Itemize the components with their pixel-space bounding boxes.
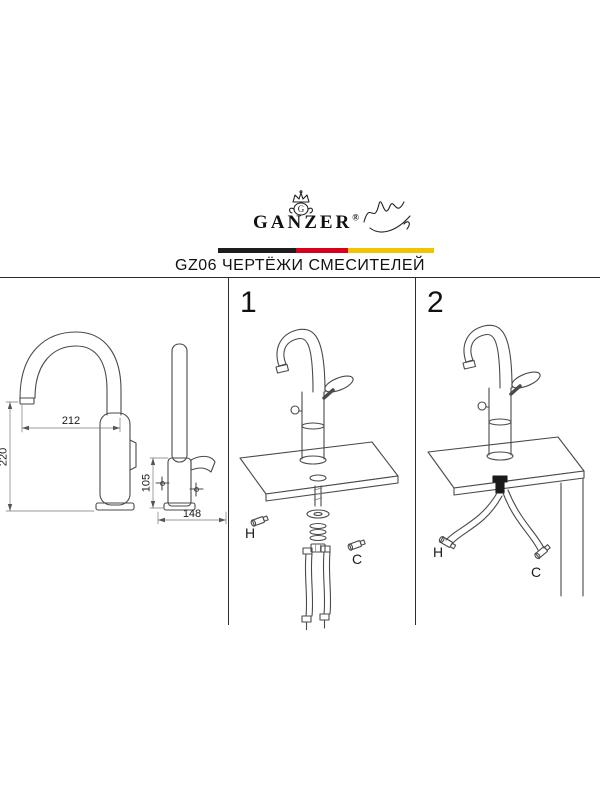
cold-fitting-icon (347, 539, 366, 551)
panel-divider-2 (415, 278, 416, 625)
brand-monogram: G (298, 204, 305, 214)
stripe-black (218, 248, 296, 253)
horseshoe-washer (306, 509, 330, 519)
panel2-number: 2 (427, 286, 444, 319)
side-knob (290, 405, 300, 415)
installed-diagram: H C (427, 324, 585, 597)
dim-148-label: 148 (183, 508, 201, 520)
cold-fitting-icon (534, 544, 551, 560)
dimension-148: 148 (157, 508, 227, 525)
faucet (275, 328, 354, 465)
dimension-212: 212 (21, 403, 121, 433)
brand-color-stripe (218, 248, 434, 253)
mounting-hole (309, 474, 327, 482)
hot-fitting-icon (438, 536, 457, 550)
crown-icon: G (289, 190, 313, 216)
dim-212-label: 212 (62, 415, 80, 427)
dim-105-label: 105 (141, 474, 153, 492)
mounting-hardware (306, 485, 330, 553)
panel-divider-1 (228, 278, 229, 625)
cabinet-edge (560, 478, 584, 597)
installation-diagram: H C (239, 328, 399, 630)
panel1-number: 1 (240, 286, 257, 319)
page-title: GZ06 ЧЕРТЁЖИ СМЕСИТЕЛЕЙ (175, 257, 425, 274)
connected-hoses (445, 489, 545, 551)
under-sink-connector (492, 475, 508, 494)
side-knob (477, 401, 487, 411)
dimension-drawing: 212 220 105 148 (0, 331, 227, 525)
faucet-front-view (19, 331, 137, 511)
panel2-cold-label: C (531, 564, 541, 580)
faucet (462, 324, 541, 461)
spring-washer (309, 522, 327, 530)
brand-text: GANZER (252, 212, 353, 233)
header-divider (0, 277, 600, 278)
panel1-hot-label: H (245, 525, 255, 541)
countertop (427, 436, 585, 597)
lever-handle (511, 371, 541, 389)
signature-icon (363, 201, 411, 233)
dim-220-label: 220 (0, 448, 10, 466)
panel2-hot-label: H (433, 544, 443, 560)
hot-fitting-icon (250, 515, 269, 527)
stripe-yellow (348, 248, 434, 253)
dimension-220: 220 (0, 401, 95, 512)
panel1-cold-label: C (352, 551, 362, 567)
brand-name: GANZER® (250, 212, 362, 234)
countertop (239, 441, 399, 502)
registered-mark: ® (352, 212, 360, 223)
mounting-nut (310, 543, 326, 553)
stripe-red (296, 248, 348, 253)
dimension-105: 105 (141, 457, 169, 509)
lever-handle (324, 375, 354, 393)
faucet-side-view (155, 343, 216, 511)
supply-hoses (301, 545, 332, 630)
